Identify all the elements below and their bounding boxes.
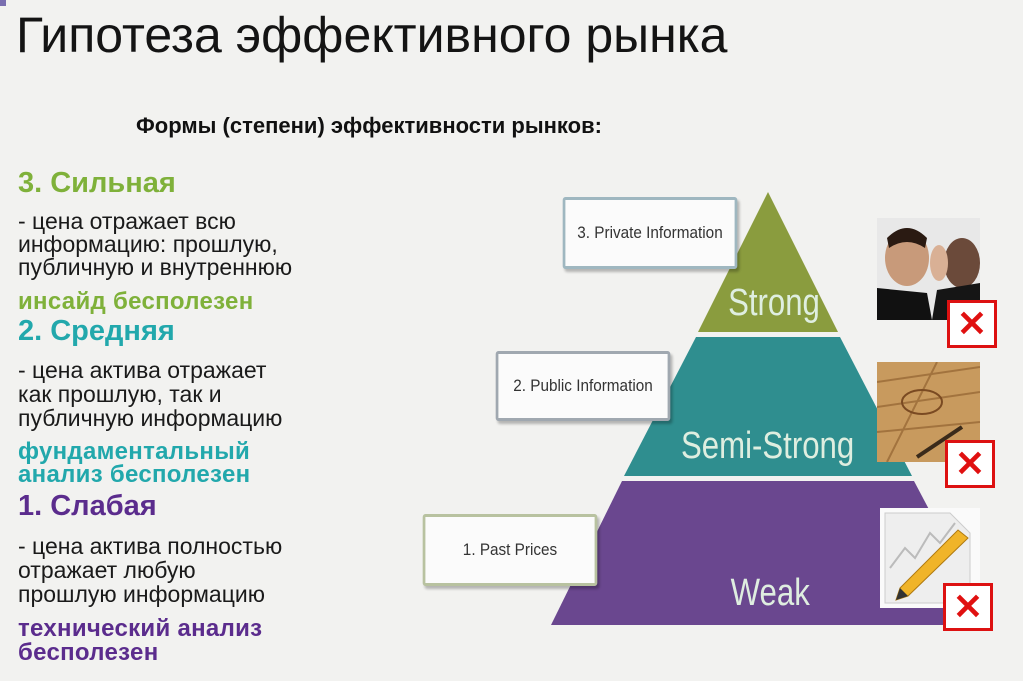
form-conclusion: бесполезен [18, 639, 159, 666]
form-heading-weak: 1. Слабая [18, 490, 157, 522]
slide-subtitle: Формы (степени) эффективности рынков: [136, 113, 602, 138]
level-label-weak: Weak [730, 572, 810, 614]
corner-marker [0, 0, 6, 6]
form-heading-strong: 3. Сильная [18, 167, 176, 199]
info-box-private: 3. Private Information [562, 197, 738, 269]
form-heading-semi-strong: 2. Средняя [18, 315, 175, 347]
pyramid-level-strong [698, 192, 838, 332]
x-mark-icon: ✕ [943, 583, 993, 631]
form-conclusion: инсайд бесполезен [18, 288, 254, 315]
form-text: публичную и внутреннюю [18, 254, 293, 280]
form-text: публичную информацию [18, 405, 283, 431]
info-box-past-prices: 1. Past Prices [422, 514, 598, 586]
form-text: прошлую информацию [18, 581, 265, 607]
form-text: отражает любую [18, 557, 196, 583]
form-conclusion: фундаментальный [18, 438, 251, 465]
form-text: - цена актива полностью [18, 533, 283, 559]
slide-title: Гипотеза эффективного рынка [16, 7, 728, 63]
form-text: - цена отражает всю [18, 208, 236, 234]
x-mark-icon: ✕ [947, 300, 997, 348]
x-mark-icon: ✕ [945, 440, 995, 488]
form-text: - цена актива отражает [18, 357, 267, 383]
form-conclusion: анализ бесполезен [18, 461, 251, 488]
form-text: информацию: прошлую, [18, 231, 278, 257]
form-text: как прошлую, так и [18, 381, 222, 407]
info-box-public: 2. Public Information [495, 351, 671, 421]
pyramid-level-semi-strong [624, 337, 912, 476]
level-label-strong: Strong [728, 282, 820, 324]
level-label-semi-strong: Semi-Strong [681, 425, 855, 467]
form-conclusion: технический анализ [18, 615, 263, 642]
